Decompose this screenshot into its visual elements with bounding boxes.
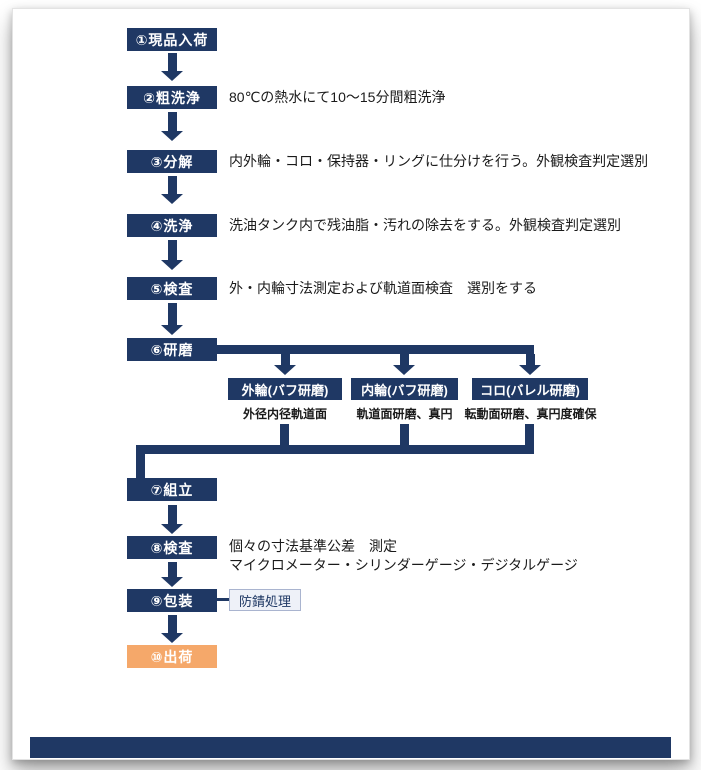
arrow-stem: [167, 562, 177, 577]
note-rough-wash: 80℃の熱水にて10〜15分間粗洗浄: [229, 89, 446, 105]
side-box-rust-prevention: 防錆処理: [229, 589, 301, 611]
branch-merge-line: [136, 445, 145, 478]
step-box-washing: ④洗浄: [127, 214, 217, 237]
note-inspection: 外・内輪寸法測定および軌道面検査 選別をする: [229, 280, 537, 296]
arrow-down-icon: [161, 505, 183, 534]
step-box-polishing: ⑥研磨: [127, 338, 217, 361]
branch-box-outer-ring: 外輪(バフ研磨): [228, 378, 342, 400]
branch-note-inner-ring: 軌道面研磨、真円: [356, 407, 453, 421]
footer-bar: [30, 737, 671, 758]
step-box-rough-wash: ②粗洗浄: [127, 86, 217, 109]
arrow-stem: [167, 53, 177, 71]
branch-merge-line: [400, 424, 409, 454]
arrow-head: [274, 365, 296, 375]
arrow-down-icon: [161, 562, 183, 587]
note-disassembly: 内外輪・コロ・保持器・リングに仕分けを行う。外観検査判定選別: [229, 153, 649, 169]
arrow-stem: [167, 505, 177, 524]
branch-box-inner-ring: 内輪(バフ研磨): [351, 378, 458, 400]
arrow-down-icon: [274, 354, 296, 375]
step-box-inspection: ⑤検査: [127, 277, 217, 300]
branch-merge-line: [280, 424, 289, 454]
arrow-down-icon: [161, 303, 183, 335]
arrow-down-icon: [161, 176, 183, 204]
arrow-head: [161, 325, 183, 335]
note-final-inspection-line2: マイクロメーター・シリンダーゲージ・デジタルゲージ: [229, 557, 578, 573]
arrow-head: [161, 577, 183, 587]
arrow-head: [161, 131, 183, 141]
arrow-head: [393, 365, 415, 375]
arrow-down-icon: [161, 53, 183, 81]
arrow-head: [161, 260, 183, 270]
step-box-final-inspection: ⑧検査: [127, 536, 217, 559]
step-box-shipping: ⑩出荷: [127, 645, 217, 668]
branch-merge-line: [525, 424, 534, 454]
arrow-stem: [167, 240, 177, 260]
step-box-packaging: ⑨包装: [127, 589, 217, 612]
arrow-down-icon: [393, 354, 415, 375]
arrow-head: [161, 71, 183, 81]
arrow-stem: [399, 354, 409, 365]
arrow-head: [161, 194, 183, 204]
arrow-down-icon: [161, 240, 183, 270]
branch-note-outer-ring: 外径内径軌道面: [242, 407, 327, 421]
branch-split-line: [217, 345, 534, 354]
branch-merge-line: [136, 445, 534, 454]
branch-box-roller: コロ(バレル研磨): [472, 378, 588, 400]
arrow-stem: [167, 112, 177, 131]
arrow-stem: [167, 615, 177, 633]
arrow-stem: [167, 176, 177, 194]
note-final-inspection-line1: 個々の寸法基準公差 測定: [229, 538, 397, 554]
step-box-incoming: ①現品入荷: [127, 28, 217, 51]
arrow-down-icon: [161, 615, 183, 643]
arrow-head: [161, 524, 183, 534]
arrow-stem: [525, 354, 535, 365]
arrow-down-icon: [161, 112, 183, 141]
arrow-down-icon: [519, 354, 541, 375]
step-box-assembly: ⑦組立: [127, 478, 217, 501]
step-box-disassembly: ③分解: [127, 150, 217, 173]
arrow-head: [519, 365, 541, 375]
arrow-head: [161, 633, 183, 643]
note-washing: 洗油タンク内で残油脂・汚れの除去をする。外観検査判定選別: [229, 217, 621, 233]
branch-note-roller: 転動面研磨、真円度確保: [464, 407, 597, 421]
arrow-stem: [280, 354, 290, 365]
arrow-stem: [167, 303, 177, 325]
side-box-connector-line: [217, 598, 229, 601]
